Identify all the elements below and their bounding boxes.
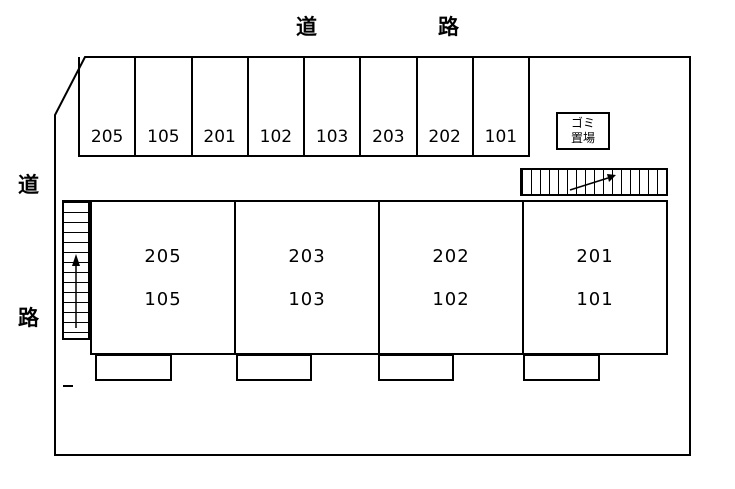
stairs-left: [62, 200, 90, 340]
unit-number-lower: 102: [432, 288, 470, 310]
entrance-porch: [236, 354, 312, 381]
road-label-left-lower: 路: [18, 306, 39, 330]
unit-number-lower: 101: [576, 288, 614, 310]
boundary-tick-mark: [63, 385, 73, 387]
unit-number-upper: 203: [288, 245, 326, 267]
parking-space: 102: [249, 57, 305, 155]
garbage-label-line2: 置場: [570, 131, 595, 145]
parking-space: 101: [474, 57, 530, 155]
parking-space: 203: [361, 57, 418, 155]
unit-number-lower: 105: [144, 288, 182, 310]
up-arrow-icon: [72, 254, 80, 328]
unit-number-lower: 103: [288, 288, 326, 310]
stairs-top-right: [520, 168, 668, 196]
road-label-top-left: 道: [296, 15, 317, 39]
building-block: 205 105 203 103 202 102 201 101: [90, 200, 668, 355]
up-arrow-icon: [569, 174, 616, 191]
building-unit: 203 103: [236, 202, 380, 353]
unit-number-upper: 202: [432, 245, 470, 267]
entrance-porch: [523, 354, 600, 381]
building-unit: 201 101: [524, 202, 666, 353]
entrance-porch: [378, 354, 454, 381]
parking-space: 105: [136, 57, 193, 155]
road-label-left-upper: 道: [18, 173, 39, 197]
parking-space: 202: [418, 57, 474, 155]
road-label-top-right: 路: [438, 15, 459, 39]
building-unit: 202 102: [380, 202, 524, 353]
parking-space: 103: [305, 57, 362, 155]
parking-row: 205 105 201 102 103 203 202 101: [78, 57, 530, 157]
building-unit: 205 105: [92, 202, 236, 353]
parking-space: 205: [78, 57, 137, 155]
boundary-line: [54, 56, 691, 456]
entrance-porch: [95, 354, 172, 381]
unit-number-upper: 205: [144, 245, 182, 267]
unit-number-upper: 201: [576, 245, 614, 267]
parking-space: 201: [193, 57, 249, 155]
garbage-place-box: ゴミ 置場: [556, 112, 610, 150]
garbage-label-line1: ゴミ: [570, 116, 595, 130]
